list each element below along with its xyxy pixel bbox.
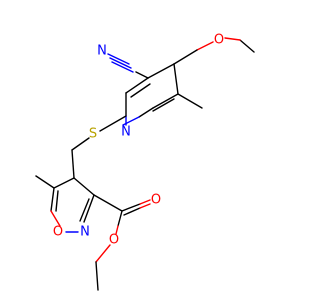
bond bbox=[173, 63, 179, 95]
bond bbox=[95, 244, 111, 263]
bond bbox=[224, 37, 241, 41]
atom-label-o: O bbox=[214, 33, 224, 48]
bond bbox=[152, 98, 175, 112]
atom-label-s: S bbox=[89, 127, 97, 142]
molecule-structure: O N N S O N O O bbox=[35, 33, 255, 291]
bond bbox=[50, 210, 61, 227]
bond bbox=[55, 190, 59, 212]
structure-canvas: O N N S O N O O bbox=[35, 33, 255, 291]
bond bbox=[135, 71, 149, 79]
bond bbox=[93, 194, 123, 212]
atom-label-o: O bbox=[53, 225, 63, 240]
bond bbox=[152, 93, 179, 109]
bond bbox=[138, 107, 154, 118]
atom-label-o: O bbox=[151, 193, 161, 208]
atom-label-n: N bbox=[80, 225, 90, 240]
bond bbox=[83, 194, 95, 223]
bond bbox=[139, 203, 151, 209]
bond bbox=[50, 187, 55, 212]
bond bbox=[71, 149, 75, 179]
bond bbox=[121, 203, 141, 212]
bond bbox=[95, 261, 99, 291]
bond bbox=[99, 115, 127, 132]
atom-label-o: O bbox=[109, 233, 119, 248]
bond bbox=[147, 63, 175, 79]
bond bbox=[53, 177, 75, 189]
bond bbox=[139, 199, 151, 205]
bond bbox=[239, 39, 255, 53]
atom-label-n: N bbox=[97, 44, 107, 59]
bond bbox=[173, 49, 198, 65]
bond bbox=[196, 41, 214, 51]
bond bbox=[79, 198, 90, 222]
bond bbox=[71, 137, 90, 151]
bond bbox=[73, 177, 95, 196]
atom-label-n: N bbox=[121, 125, 131, 140]
bond bbox=[109, 57, 132, 69]
bond bbox=[125, 77, 149, 94]
bond bbox=[123, 207, 141, 216]
bond bbox=[35, 175, 55, 189]
bond bbox=[177, 93, 203, 109]
bond bbox=[115, 225, 119, 235]
bond bbox=[130, 83, 151, 98]
bond bbox=[107, 53, 130, 65]
bond bbox=[117, 210, 123, 227]
bond bbox=[111, 61, 134, 73]
